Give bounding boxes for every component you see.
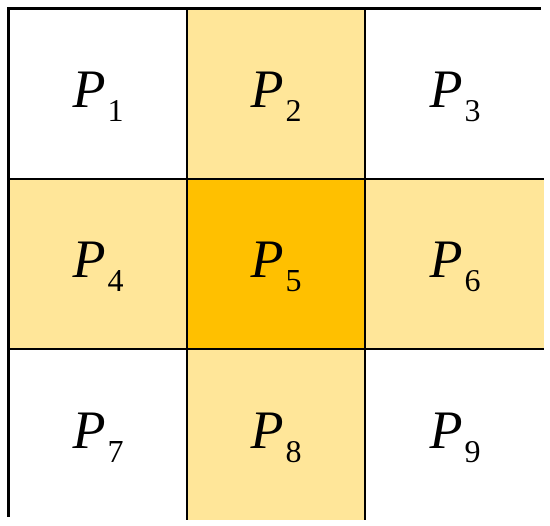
pixel-grid: P1 P2 P3 P4 P5 P6 P7 P8 P9 bbox=[7, 7, 544, 520]
cell-p3-label: P3 bbox=[429, 59, 481, 128]
cell-p4-label: P4 bbox=[72, 229, 124, 298]
cell-p6-label: P6 bbox=[429, 229, 481, 298]
cell-p4-subscript: 4 bbox=[107, 262, 124, 298]
cell-p8: P8 bbox=[188, 350, 366, 520]
cell-p3: P3 bbox=[366, 10, 544, 180]
cell-p5-label: P5 bbox=[250, 229, 302, 298]
cell-p8-subscript: 8 bbox=[285, 433, 302, 469]
cell-p9-subscript: 9 bbox=[464, 433, 481, 469]
pixel-neighborhood-diagram: P1 P2 P3 P4 P5 P6 P7 P8 P9 bbox=[7, 7, 544, 520]
cell-p7-label: P7 bbox=[72, 400, 124, 469]
cell-p9: P9 bbox=[366, 350, 544, 520]
cell-p7: P7 bbox=[10, 350, 188, 520]
cell-p5-center: P5 bbox=[188, 180, 366, 350]
cell-p1-label: P1 bbox=[72, 59, 124, 128]
cell-p1-subscript: 1 bbox=[107, 92, 124, 128]
cell-p7-subscript: 7 bbox=[107, 433, 124, 469]
cell-p1: P1 bbox=[10, 10, 188, 180]
cell-p2: P2 bbox=[188, 10, 366, 180]
cell-p6: P6 bbox=[366, 180, 544, 350]
cell-p8-label: P8 bbox=[250, 400, 302, 469]
cell-p5-subscript: 5 bbox=[285, 262, 302, 298]
cell-p2-subscript: 2 bbox=[285, 92, 302, 128]
cell-p3-subscript: 3 bbox=[464, 92, 481, 128]
cell-p6-subscript: 6 bbox=[464, 262, 481, 298]
cell-p9-label: P9 bbox=[429, 400, 481, 469]
cell-p4: P4 bbox=[10, 180, 188, 350]
cell-p2-label: P2 bbox=[250, 59, 302, 128]
